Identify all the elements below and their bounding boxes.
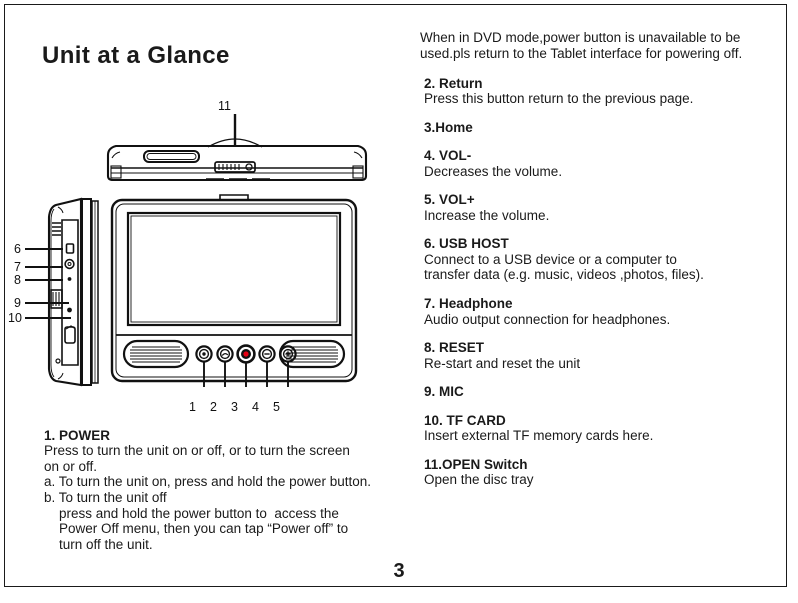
feature-entry-heading: 10. TF CARD [424, 412, 506, 428]
device-diagram: 11 [0, 88, 400, 428]
feature-entry-heading: 6. USB HOST [424, 236, 509, 252]
page-border-right [786, 4, 787, 586]
feature-entry-body: Open the disc tray [424, 472, 534, 488]
callout-7: 7 [14, 260, 21, 274]
feature-list: When in DVD mode,power button is unavail… [420, 30, 792, 501]
lead-line-9 [25, 302, 69, 305]
feature-entry: 4. VOL-Decreases the volume. [424, 148, 792, 179]
callout-5: 5 [273, 400, 280, 414]
page-border-top [4, 4, 786, 5]
feature-entry-body: Insert external TF memory cards here. [424, 428, 654, 444]
callout-9: 9 [14, 296, 21, 310]
power-line-2: on or off. [44, 458, 98, 474]
power-line-6: Power Off menu, then you can tap “Power … [44, 521, 349, 537]
feature-entry-heading: 2. Return [424, 75, 483, 91]
feature-entry-body: Audio output connection for headphones. [424, 311, 671, 327]
power-line-7: turn off the unit. [44, 537, 153, 553]
power-heading: 1. POWER [44, 428, 111, 443]
power-line-4: b. To turn the unit off [44, 490, 167, 506]
feature-entry: 9. MIC [424, 384, 792, 400]
feature-entry-heading: 11.OPEN Switch [424, 456, 528, 472]
power-line-3: a. To turn the unit on, press and hold t… [44, 474, 371, 490]
power-description-block: 1. POWER Press to turn the unit on or of… [44, 428, 434, 553]
page-border-bottom [4, 586, 787, 587]
feature-entry-heading: 9. MIC [424, 384, 464, 400]
callout-1: 1 [189, 400, 196, 414]
power-line-5: press and hold the power button to acces… [44, 505, 339, 521]
callout-11: 11 [218, 99, 231, 113]
feature-entry-heading: 4. VOL- [424, 148, 472, 164]
lead-line-8 [25, 279, 63, 281]
callout-10: 10 [8, 311, 22, 325]
device-top-view [106, 114, 368, 182]
page-number: 3 [393, 560, 405, 582]
page-border-left [4, 4, 5, 586]
feature-entry-body: Press this button return to the previous… [424, 91, 694, 107]
callout-8: 8 [14, 273, 21, 287]
feature-entry-heading: 5. VOL+ [424, 192, 475, 208]
dvd-mode-note: When in DVD mode,power button is unavail… [420, 30, 743, 61]
feature-entry-heading: 3.Home [424, 119, 473, 135]
feature-entry-heading: 8. RESET [424, 340, 485, 356]
callout-6: 6 [14, 242, 21, 256]
feature-entry-body: Increase the volume. [424, 207, 550, 223]
page-title: Unit at a Glance [42, 42, 230, 69]
lead-line-6 [25, 248, 63, 250]
lead-line-7 [25, 266, 63, 268]
feature-entry: 5. VOL+Increase the volume. [424, 192, 792, 223]
callout-4: 4 [252, 400, 259, 414]
callout-3: 3 [231, 400, 238, 414]
callout-2: 2 [210, 400, 217, 414]
power-line-1: Press to turn the unit on or off, or to … [44, 443, 350, 459]
device-side-view [47, 197, 99, 387]
lead-line-10 [25, 317, 71, 319]
feature-entry-body: Decreases the volume. [424, 163, 563, 179]
device-front-view [110, 194, 358, 387]
feature-entry-heading: 7. Headphone [424, 296, 513, 311]
feature-entry-body: Re-start and reset the unit [424, 355, 581, 371]
feature-entry-body: Connect to a USB device or a computer to… [424, 251, 704, 283]
feature-entry: 3.Home [424, 120, 792, 136]
